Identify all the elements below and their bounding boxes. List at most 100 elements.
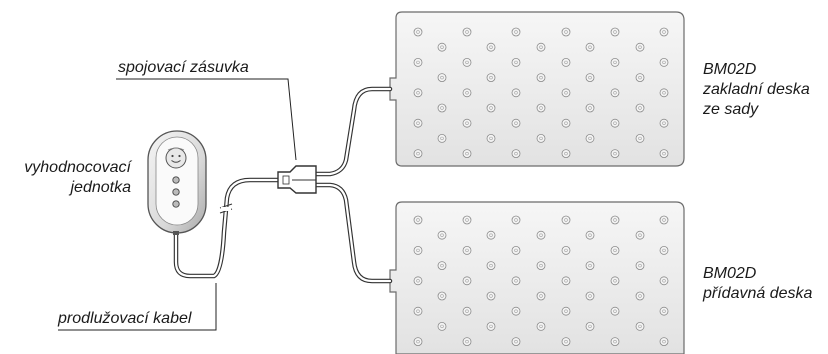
electrode-dot — [486, 42, 496, 52]
electrode-dot-center — [539, 263, 543, 268]
electrode-dot — [536, 42, 546, 52]
electrode-dot-center — [564, 30, 568, 34]
electrode-dot — [437, 261, 447, 271]
electrode-dot — [561, 118, 571, 128]
electrode-dot — [610, 215, 620, 225]
extra-pad — [389, 201, 685, 354]
electrode-dot-center — [416, 309, 420, 313]
electrode-dot-center — [489, 45, 493, 49]
electrode-dot — [561, 337, 571, 347]
electrode-dot — [413, 306, 423, 316]
electrode-dot — [413, 27, 423, 37]
electrode-dot — [561, 306, 571, 316]
electrode-dot-center — [539, 324, 543, 329]
electrode-dot — [462, 58, 472, 67]
electrode-dot-center — [514, 60, 518, 65]
electrode-dot-center — [416, 121, 420, 125]
electrode-dot-center — [662, 30, 666, 34]
electrode-dot-center — [613, 30, 617, 34]
electrode-dot — [610, 88, 620, 98]
electrode-dot — [486, 73, 496, 82]
electrode-dot — [413, 58, 423, 67]
electrode-dot-center — [539, 294, 543, 298]
electrode-dot-center — [440, 75, 444, 80]
electrode-dot — [511, 276, 521, 286]
cable-label-text: prodlužovací kabel — [58, 310, 192, 327]
unit-label: vyhodnocovací jednotka — [24, 158, 131, 198]
electrode-dot — [659, 215, 669, 225]
electrode-dot-center — [416, 91, 420, 95]
electrode-dot — [486, 133, 496, 143]
electrode-dot-center — [662, 151, 666, 156]
electrode-dot — [635, 133, 645, 143]
electrode-dot — [659, 276, 669, 286]
electrode-dot — [659, 337, 669, 347]
electrode-dot-center — [564, 309, 568, 313]
electrode-dot — [659, 88, 669, 98]
electrode-dot — [659, 149, 669, 159]
electrode-dot-center — [514, 309, 518, 313]
electrode-dot-center — [588, 136, 592, 141]
electrode-dot-center — [465, 151, 469, 156]
electrode-dot — [462, 149, 472, 159]
electrode-dot-center — [514, 248, 518, 253]
electrode-dot-center — [662, 121, 666, 125]
electrode-dot — [486, 291, 496, 301]
electrode-dot — [511, 149, 521, 159]
electrode-dot — [561, 88, 571, 98]
electrode-dot — [486, 103, 496, 113]
electrode-dot — [511, 215, 521, 225]
electrode-dot-center — [662, 218, 666, 222]
extra-pad-label-line2: přídavná deska — [703, 285, 813, 302]
electrode-dot — [486, 230, 496, 240]
electrode-dot-center — [564, 339, 568, 344]
electrode-dot — [462, 337, 472, 347]
electrode-dot — [635, 321, 645, 331]
electrode-dot-center — [613, 91, 617, 95]
evaluation-unit — [147, 130, 207, 235]
base-pad-label: BM02D zakladní deska ze sady — [703, 60, 810, 120]
electrode-dot — [585, 230, 595, 240]
electrode-dot-center — [539, 106, 543, 110]
electrode-dot — [561, 27, 571, 37]
electrode-dot-center — [588, 324, 592, 329]
electrode-dot-center — [638, 233, 642, 237]
electrode-dot — [511, 88, 521, 98]
electrode-dot — [511, 306, 521, 316]
electrode-dot — [561, 245, 571, 255]
electrode-dot-center — [514, 339, 518, 344]
electrode-dot — [462, 245, 472, 255]
electrode-dot-center — [613, 151, 617, 156]
electrode-dot — [585, 321, 595, 331]
electrode-dot — [511, 245, 521, 255]
electrode-dot-center — [465, 30, 469, 34]
electrode-dot — [585, 261, 595, 271]
electrode-dot-center — [489, 233, 493, 237]
electrode-dot-center — [588, 106, 592, 110]
electrode-dot-center — [465, 309, 469, 313]
electrode-dot-center — [440, 136, 444, 141]
electrode-dot — [561, 276, 571, 286]
unit-label-line1: vyhodnocovací — [24, 159, 131, 176]
electrode-dot — [635, 103, 645, 113]
electrode-dot — [610, 306, 620, 316]
electrode-dot-center — [662, 279, 666, 283]
electrode-dot — [511, 118, 521, 128]
electrode-dot — [462, 276, 472, 286]
electrode-dot — [610, 337, 620, 347]
electrode-dot — [659, 306, 669, 316]
electrode-dot-center — [539, 233, 543, 237]
electrode-dot — [462, 306, 472, 316]
electrode-dot-center — [514, 121, 518, 125]
leader-lines — [58, 78, 297, 331]
electrode-dot-center — [465, 60, 469, 65]
electrode-dot-center — [613, 218, 617, 222]
extra-pad-electrodes — [413, 215, 669, 347]
electrode-dot — [659, 58, 669, 67]
electrode-dot — [635, 261, 645, 271]
unit-label-line2: jednotka — [70, 179, 132, 196]
electrode-dot — [437, 133, 447, 143]
electrode-dot-center — [465, 91, 469, 95]
